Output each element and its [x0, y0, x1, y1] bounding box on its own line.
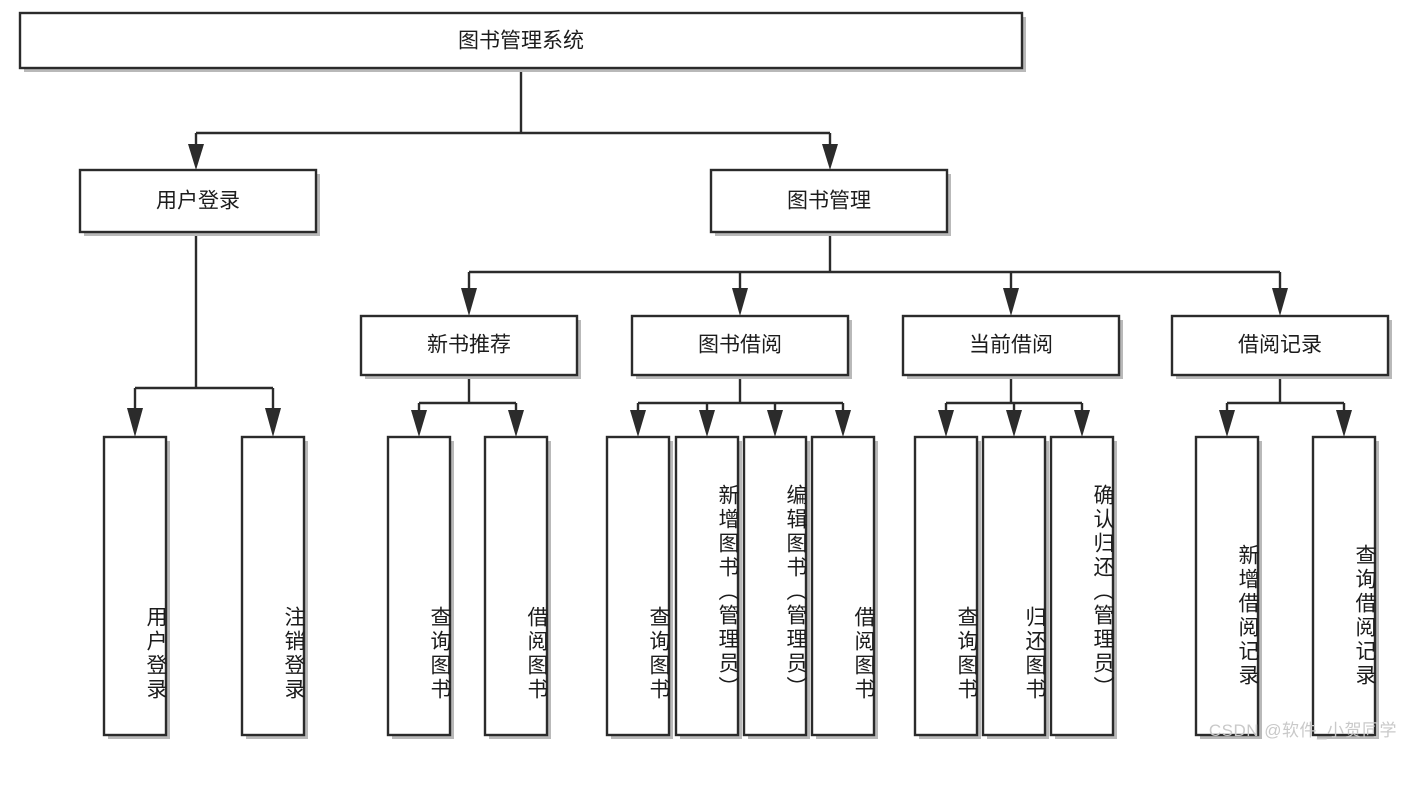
leaf-box	[913, 435, 979, 737]
edges-borrow-record-to-leaves	[1219, 375, 1352, 437]
watermark-text: CSDN @软件_小贺同学	[1208, 721, 1397, 740]
leaf-boxes	[102, 435, 1379, 739]
arrowhead-borrow-record	[1272, 288, 1288, 316]
arrowhead-leaf-user-login	[127, 408, 143, 437]
leaf-node-add-borrow-record[interactable]	[1194, 435, 1262, 739]
arrowhead-book-mgmt	[822, 144, 838, 170]
arrowhead-book-borrow	[732, 288, 748, 316]
arrowhead-bb-leaf-1	[630, 410, 646, 437]
leaf-box	[810, 435, 876, 737]
arrowhead-new-book-rec	[461, 288, 477, 316]
node-root[interactable]: 图书管理系统	[18, 11, 1026, 72]
node-user-login[interactable]: 用户登录	[78, 168, 320, 236]
arrowhead-cb-leaf-1	[938, 410, 954, 437]
leaf-node-logout[interactable]	[240, 435, 308, 739]
user-login-box	[78, 168, 318, 234]
leaf-box	[674, 435, 740, 737]
flowchart-diagram: 图书管理系统 用户登录 图书管理 新书推荐 图书借阅 当前借阅	[18, 11, 1397, 740]
book-borrow-label: 图书借阅	[698, 334, 782, 357]
new-book-recommend-label: 新书推荐	[427, 334, 511, 357]
arrowhead-user-login	[188, 144, 204, 170]
leaf-box	[1194, 435, 1260, 737]
root-box	[18, 11, 1024, 70]
edges-user-login-to-leaves	[127, 232, 281, 437]
edges-new-book-rec-to-leaves	[411, 375, 524, 437]
leaf-box	[742, 435, 808, 737]
leaf-node-query-book-bb[interactable]	[605, 435, 673, 739]
arrowhead-bb-leaf-3	[767, 410, 783, 437]
leaf-node-return-book[interactable]	[981, 435, 1049, 739]
leaf-box	[1049, 435, 1115, 737]
leaf-node-edit-book[interactable]	[742, 435, 810, 739]
leaf-node-confirm-return[interactable]	[1049, 435, 1117, 739]
current-borrow-box	[901, 314, 1121, 377]
arrowhead-bb-leaf-4	[835, 410, 851, 437]
leaf-box	[102, 435, 168, 737]
leaf-box	[386, 435, 452, 737]
leaf-node-query-book-nbr[interactable]	[386, 435, 454, 739]
diagram-canvas: 图书管理系统 用户登录 图书管理 新书推荐 图书借阅 当前借阅	[18, 11, 1392, 739]
borrow-record-box	[1170, 314, 1390, 377]
leaf-node-add-book[interactable]	[674, 435, 742, 739]
node-current-borrow[interactable]: 当前借阅	[901, 314, 1123, 379]
leaf-node-user-login[interactable]	[102, 435, 170, 739]
book-management-box	[709, 168, 949, 234]
node-book-borrow[interactable]: 图书借阅	[630, 314, 852, 379]
root-label: 图书管理系统	[458, 30, 584, 53]
book-borrow-box	[630, 314, 850, 377]
leaf-box	[483, 435, 549, 737]
edges-book-mgmt-to-level3	[461, 232, 1288, 316]
leaf-box	[605, 435, 671, 737]
leaf-node-borrow-book-bb[interactable]	[810, 435, 878, 739]
arrowhead-nbr-leaf-1	[411, 410, 427, 437]
leaf-box	[240, 435, 306, 737]
edges-root-to-level2	[188, 68, 838, 170]
arrowhead-br-leaf-1	[1219, 410, 1235, 437]
node-borrow-record[interactable]: 借阅记录	[1170, 314, 1392, 379]
edges-current-borrow-to-leaves	[938, 375, 1090, 437]
book-management-label: 图书管理	[787, 190, 871, 213]
user-login-label: 用户登录	[156, 190, 240, 213]
borrow-record-label: 借阅记录	[1238, 334, 1322, 357]
arrowhead-current-borrow	[1003, 288, 1019, 316]
node-book-management[interactable]: 图书管理	[709, 168, 951, 236]
leaf-node-query-borrow-record[interactable]	[1311, 435, 1379, 739]
node-new-book-recommend[interactable]: 新书推荐	[359, 314, 581, 379]
current-borrow-label: 当前借阅	[969, 334, 1053, 357]
arrowhead-nbr-leaf-2	[508, 410, 524, 437]
arrowhead-cb-leaf-2	[1006, 410, 1022, 437]
arrowhead-bb-leaf-2	[699, 410, 715, 437]
leaf-node-query-book-cb[interactable]	[913, 435, 981, 739]
arrowhead-leaf-logout	[265, 408, 281, 437]
leaf-node-borrow-book-nbr[interactable]	[483, 435, 551, 739]
leaf-box	[1311, 435, 1377, 737]
leaf-box	[981, 435, 1047, 737]
edges-book-borrow-to-leaves	[630, 375, 851, 437]
arrowhead-br-leaf-2	[1336, 410, 1352, 437]
arrowhead-cb-leaf-3	[1074, 410, 1090, 437]
new-book-recommend-box	[359, 314, 579, 377]
